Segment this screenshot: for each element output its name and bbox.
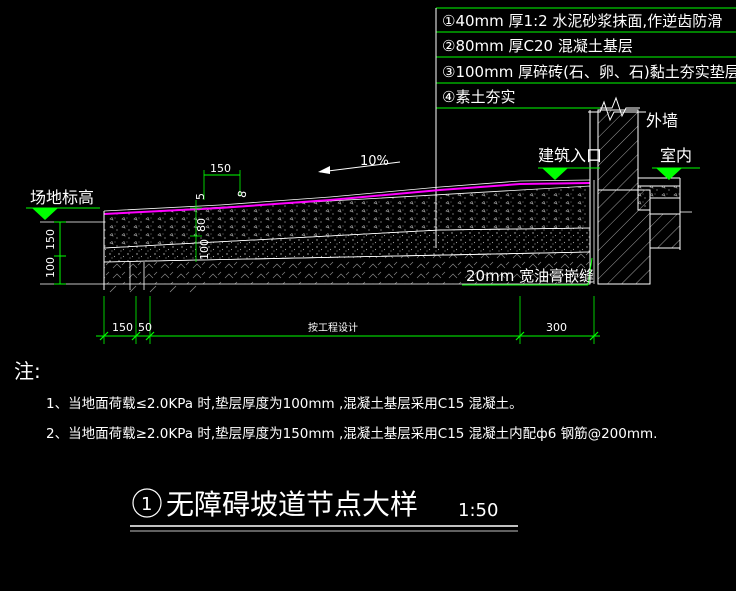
outer-wall-label: 外墙: [646, 111, 678, 130]
layer-item-2: ②80mm 厚C20 混凝土基层: [442, 37, 633, 55]
slope-indicator: 10%: [318, 154, 401, 174]
elevation-marker-site: 场地标高: [26, 188, 100, 220]
detail-scale: 1:50: [458, 500, 498, 521]
dim-150-top: 150: [210, 162, 231, 175]
layer-legend-table: ①40mm 厚1:2 水泥砂浆抹面,作逆齿防滑 ②80mm 厚C20 混凝土基层…: [435, 7, 736, 248]
left-dim-150: 150: [44, 229, 57, 250]
dim-bottom-150: 150: [112, 321, 133, 334]
indoor-label: 室内: [660, 146, 692, 165]
dim-bottom-design: 按工程设计: [308, 321, 358, 334]
dim-80: 80: [195, 218, 208, 232]
notes-block: 注: 1、当地面荷载≤2.0KPa 时,垫层厚度为100mm ,混凝土基层采用C…: [14, 359, 657, 442]
bottom-dimension-line: 150 50 按工程设计 300: [96, 296, 600, 344]
joint-callout: 20mm 宽油膏嵌缝: [462, 257, 594, 286]
slope-label: 10%: [360, 154, 389, 169]
note-item-2: 2、当地面荷载≥2.0KPa 时,垫层厚度为150mm ,混凝土基层采用C15 …: [46, 425, 657, 442]
dim-100-vertical: 100: [198, 239, 211, 260]
left-vertical-dims: 150 100: [44, 221, 66, 285]
dim-5: 5: [194, 193, 207, 200]
detail-title: 无障碍坡道节点大样: [166, 488, 418, 521]
left-dim-100: 100: [44, 257, 57, 278]
site-elevation-label: 场地标高: [30, 188, 94, 207]
mortar-surface-line: [103, 182, 591, 215]
elevation-marker-entrance: 建筑入口: [538, 146, 602, 180]
building-wall: [588, 100, 692, 285]
dim-bottom-300: 300: [546, 321, 567, 334]
entrance-label: 建筑入口: [538, 146, 602, 165]
ramp-cross-section: [40, 179, 591, 293]
layer-item-4: ④素土夯实: [442, 88, 515, 106]
note-item-1: 1、当地面荷载≤2.0KPa 时,垫层厚度为100mm ,混凝土基层采用C15 …: [46, 395, 523, 412]
elevation-marker-indoor: 室内: [652, 146, 700, 180]
layer-item-3: ③100mm 厚碎砖(石、卵、石)黏土夯实垫层: [442, 63, 736, 81]
notes-title: 注:: [14, 359, 41, 383]
dim-8: 8: [235, 190, 249, 199]
detail-number: 1: [141, 494, 152, 515]
dim-bottom-50: 50: [138, 321, 152, 334]
layer-item-1: ①40mm 厚1:2 水泥砂浆抹面,作逆齿防滑: [442, 12, 722, 30]
drawing-title-block: 1 无障碍坡道节点大样 1:50: [130, 488, 518, 532]
joint-label: 20mm 宽油膏嵌缝: [466, 267, 594, 285]
surface-detail-dims: 150 5 8 80 100: [190, 162, 249, 262]
